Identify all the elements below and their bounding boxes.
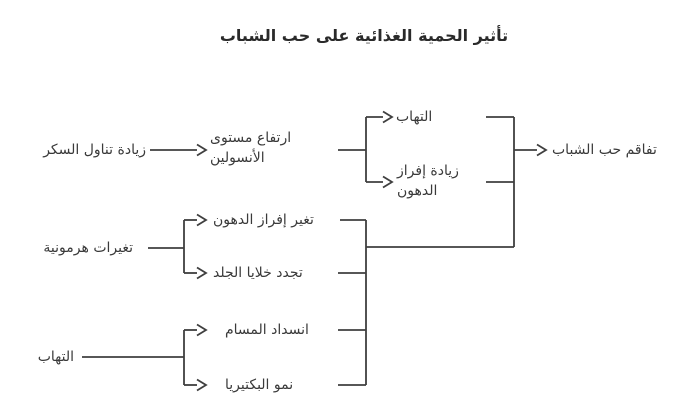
node-bacteria-growth: نمو البكتيريا <box>225 377 294 393</box>
node-hormonal-changes: تغيرات هرمونية <box>43 240 133 256</box>
node-inflammation-cause: التهاب <box>37 349 74 365</box>
page-title: تأثير الحمية الغذائية على حب الشباب <box>219 26 509 45</box>
edge-collector-middle <box>338 219 514 386</box>
edge-hormonal-branch <box>148 213 208 280</box>
edge-collector-right <box>486 116 515 247</box>
edge-to-acne <box>514 143 548 157</box>
node-sebum-increase: زيادة إفراز الدهون <box>397 163 459 199</box>
node-insulin-rise: ارتفاع مستوى الأنسولين <box>210 130 292 166</box>
edge-insulin-branch <box>338 110 394 189</box>
edge-sugar-to-insulin <box>150 143 208 157</box>
node-acne-worsening: تفاقم حب الشباب <box>552 142 657 158</box>
node-inflammation-branch: التهاب <box>396 109 433 125</box>
node-pore-blockage: انسداد المسام <box>225 322 309 338</box>
edge-inflammation-cause-branch <box>82 323 208 392</box>
node-skin-cell-renewal: تجدد خلايا الجلد <box>213 265 303 281</box>
node-sugar-intake: زيادة تناول السكر <box>43 142 146 158</box>
node-sebum-change: تغير إفراز الدهون <box>213 212 314 228</box>
